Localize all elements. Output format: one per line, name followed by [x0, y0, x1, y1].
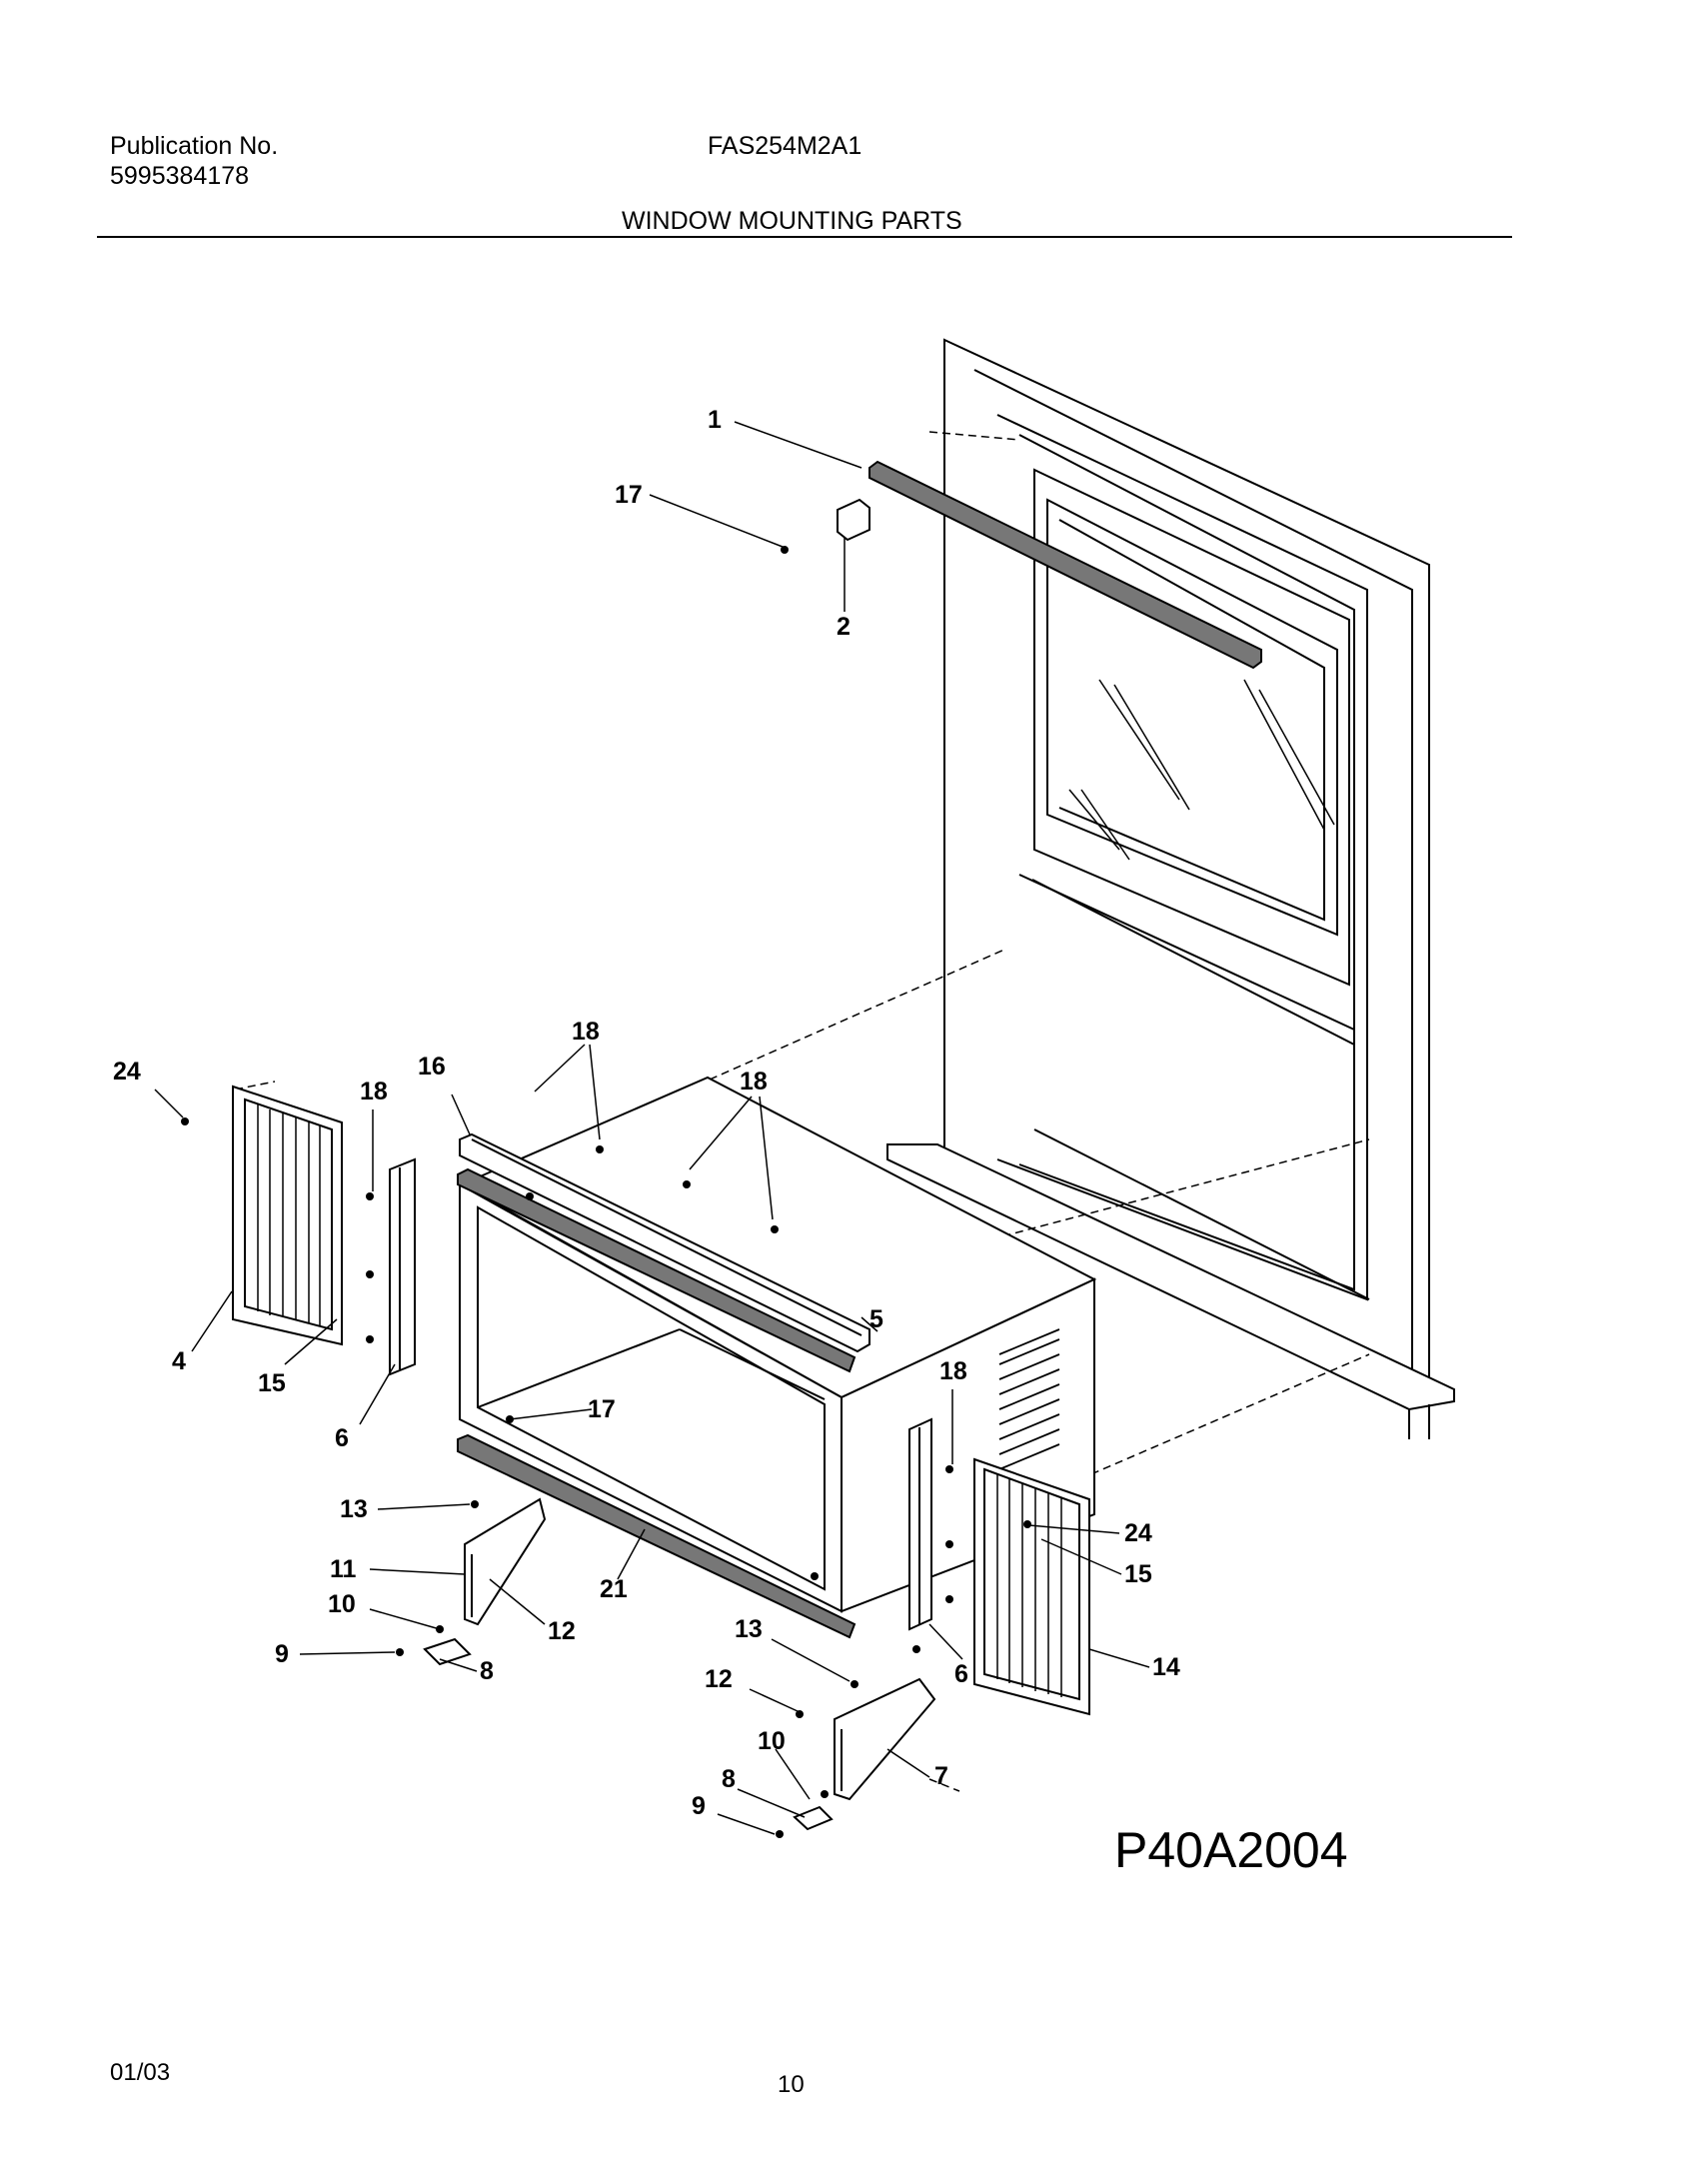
section-title: WINDOW MOUNTING PARTS [622, 207, 962, 235]
drawing-code: P40A2004 [1114, 1822, 1348, 1878]
right-support-bracket [793, 1677, 936, 1831]
callout-18-top-left: 18 [572, 1018, 600, 1046]
header-rule [97, 236, 1512, 238]
callout-15-right: 15 [1124, 1560, 1152, 1588]
publication-number: 5995384178 [110, 162, 250, 190]
publication-label: Publication No. [110, 132, 279, 160]
callout-18-left: 18 [360, 1078, 388, 1105]
callout-labels: 1 17 2 18 16 24 18 18 5 4 15 6 18 17 13 … [113, 406, 1180, 1820]
callout-5: 5 [869, 1305, 883, 1333]
callout-9-right: 9 [692, 1792, 706, 1820]
callout-2: 2 [837, 613, 851, 641]
callout-13-left: 13 [340, 1495, 368, 1523]
callout-10-left: 10 [328, 1590, 356, 1618]
top-rail [457, 1132, 870, 1639]
callout-24-right: 24 [1124, 1519, 1152, 1547]
callout-18-top-right: 18 [740, 1068, 768, 1095]
left-support-bracket [423, 1497, 547, 1666]
callout-7: 7 [934, 1762, 948, 1790]
callout-10-right: 10 [758, 1727, 786, 1755]
callout-11: 11 [330, 1555, 357, 1583]
callout-24-left: 24 [113, 1058, 141, 1086]
right-curtain [908, 1417, 1090, 1716]
callout-12-left: 12 [548, 1617, 576, 1645]
callout-6-left: 6 [335, 1424, 349, 1452]
callout-9-left: 9 [275, 1640, 289, 1668]
callout-leaders [154, 421, 1150, 1835]
callout-16: 16 [418, 1053, 446, 1081]
top-seal-strip [837, 460, 1262, 670]
callout-1: 1 [708, 406, 722, 434]
window-frame [943, 338, 1430, 1396]
callout-14: 14 [1152, 1653, 1180, 1681]
callout-8-left: 8 [480, 1657, 494, 1685]
ac-cabinet [459, 1076, 1097, 1613]
callout-12-right: 12 [705, 1665, 733, 1693]
window-sill [886, 1128, 1455, 1439]
callout-17-bottom: 17 [588, 1395, 616, 1423]
callout-17-top: 17 [615, 481, 643, 509]
callout-6-right: 6 [954, 1660, 968, 1688]
model-number: FAS254M2A1 [708, 132, 862, 160]
page-number: 10 [778, 2071, 805, 2098]
left-curtain [232, 1085, 416, 1376]
footer-date: 01/03 [110, 2059, 171, 2086]
callout-15-left: 15 [258, 1369, 286, 1397]
callout-18-right: 18 [939, 1357, 967, 1385]
callout-4: 4 [172, 1347, 186, 1375]
callout-13-right: 13 [735, 1615, 763, 1643]
callout-21: 21 [600, 1575, 628, 1603]
upper-sash [1033, 468, 1350, 987]
callout-8-right: 8 [722, 1765, 736, 1793]
